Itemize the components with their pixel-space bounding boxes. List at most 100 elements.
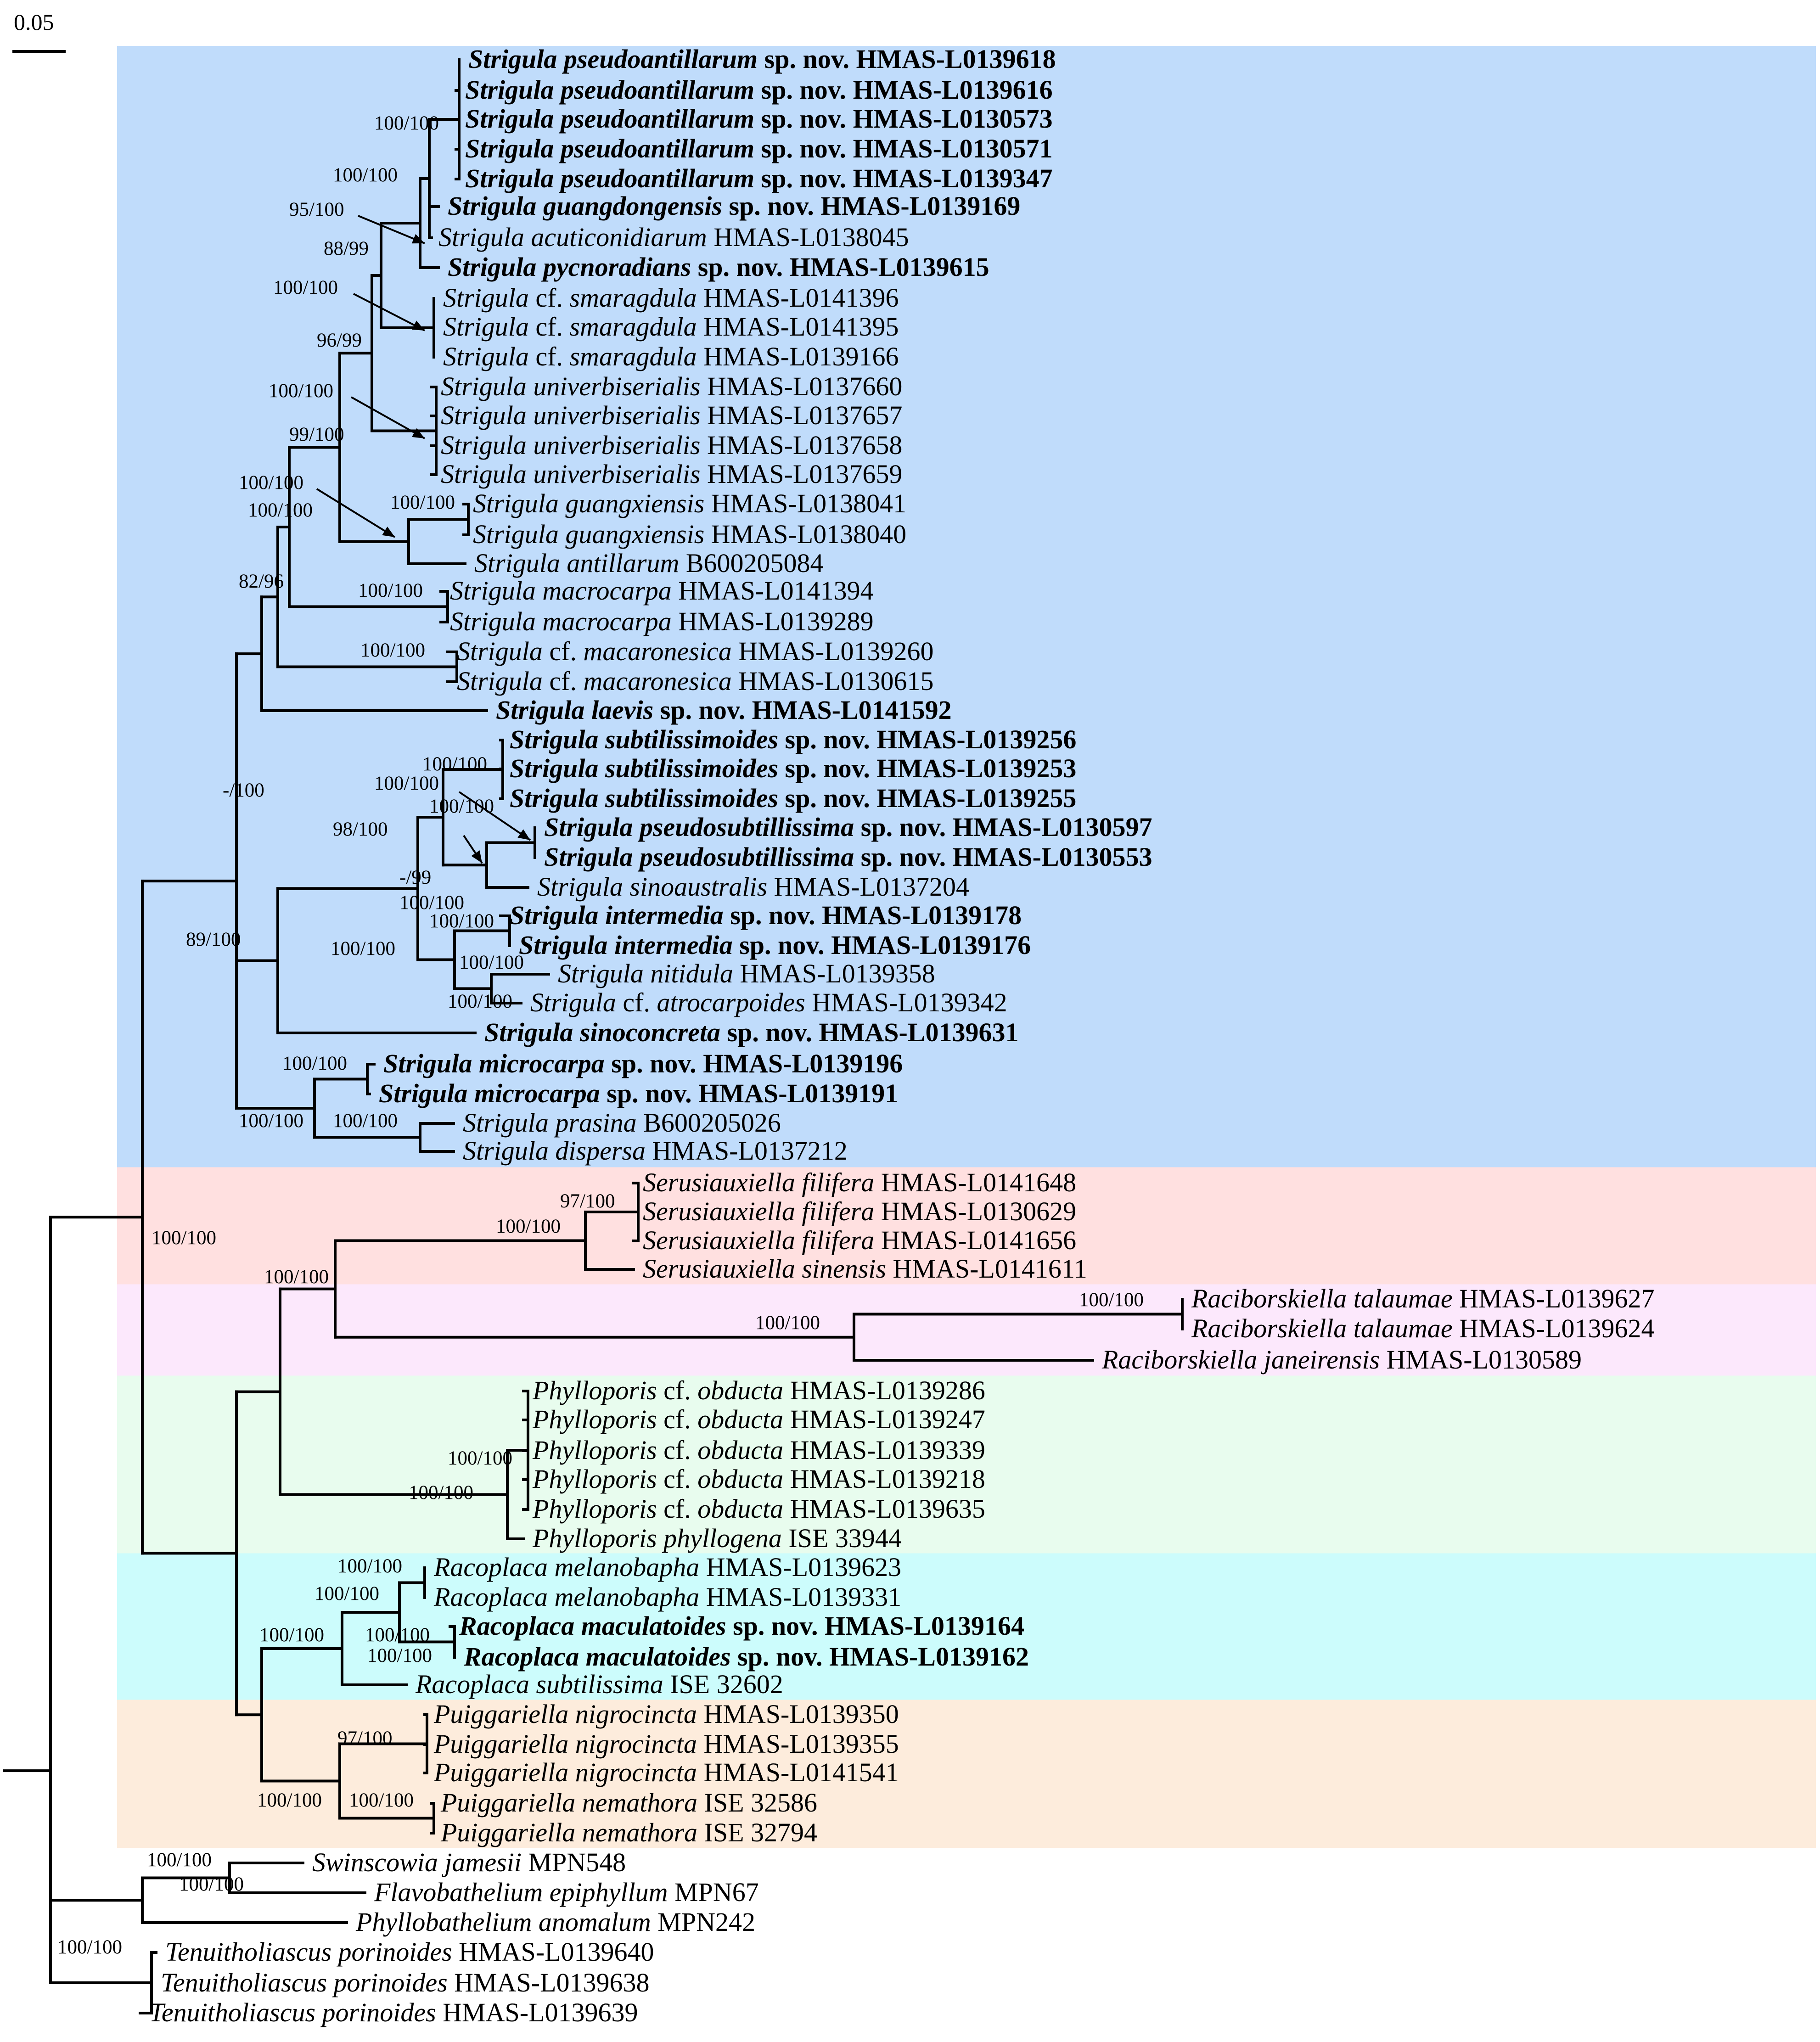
leaf-code: HMAS-L0141541 bbox=[697, 1757, 899, 1787]
leaf-code: HMAS-L0139256 bbox=[870, 724, 1077, 754]
leaf-label: Serusiauxiella filifera HMAS-L0141656 bbox=[643, 1225, 1076, 1255]
support-value: 100/100 bbox=[374, 773, 439, 794]
leaf-genus: Phylloporis bbox=[532, 1523, 657, 1553]
leaf-label: Strigula acuticonidiarum HMAS-L0138045 bbox=[438, 222, 909, 252]
leaf-label: Strigula cf. smaragdula HMAS-L0141396 bbox=[443, 283, 899, 313]
leaf-code: HMAS-L0141394 bbox=[672, 576, 874, 606]
leaf-label: Strigula univerbiserialis HMAS-L0137659 bbox=[441, 459, 902, 489]
leaf-code: HMAS-L0130573 bbox=[846, 104, 1053, 134]
leaf-code: HMAS-L0139342 bbox=[805, 987, 1007, 1017]
leaf-genus: Racoplaca bbox=[463, 1642, 579, 1672]
leaf-code: HMAS-L0139638 bbox=[448, 1968, 650, 1997]
leaf-label: Strigula intermedia sp. nov. HMAS-L01391… bbox=[510, 900, 1022, 930]
leaf-label: Racoplaca maculatoides sp. nov. HMAS-L01… bbox=[459, 1611, 1024, 1641]
leaf-mid: cf. bbox=[616, 987, 650, 1017]
leaf-label: Phylloporis phyllogena ISE 33944 bbox=[532, 1523, 902, 1553]
support-value: 88/99 bbox=[324, 238, 369, 259]
leaf-code: HMAS-L0141648 bbox=[874, 1167, 1076, 1197]
leaf-epithet: intermedia bbox=[598, 900, 723, 930]
leaf-epithet: dispersa bbox=[549, 1136, 646, 1166]
leaf-code: HMAS-L0139640 bbox=[452, 1937, 654, 1967]
clade-band-serusiauxiella bbox=[117, 1167, 1816, 1285]
leaf-genus: Strigula bbox=[558, 959, 644, 988]
leaf-code: ISE 32794 bbox=[697, 1818, 817, 1847]
leaf-epithet: melanobapha bbox=[548, 1582, 699, 1612]
leaf-label: Strigula microcarpa sp. nov. HMAS-L01391… bbox=[383, 1049, 903, 1078]
leaf-code: HMAS-L0139635 bbox=[783, 1494, 985, 1524]
support-value: 100/100 bbox=[374, 112, 439, 134]
arrow-head-icon bbox=[382, 526, 395, 537]
leaf-code: HMAS-L0141611 bbox=[886, 1254, 1087, 1284]
leaf-epithet: laevis bbox=[584, 695, 653, 725]
leaf-label: Strigula univerbiserialis HMAS-L0137658 bbox=[441, 430, 902, 460]
leaf-code: HMAS-L0139616 bbox=[846, 75, 1053, 105]
leaf-label: Strigula cf. atrocarpoides HMAS-L0139342 bbox=[530, 987, 1007, 1017]
leaf-code: ISE 32586 bbox=[697, 1788, 817, 1818]
leaf-epithet: maculatoides bbox=[574, 1611, 726, 1641]
scale-bar-label: 0.05 bbox=[14, 9, 54, 35]
leaf-epithet: macrocarpa bbox=[536, 576, 672, 606]
leaf-label: Strigula cf. smaragdula HMAS-L0141395 bbox=[443, 312, 899, 342]
leaf-genus: Phylloporis bbox=[532, 1375, 657, 1405]
leaf-epithet: obducta bbox=[691, 1464, 783, 1494]
leaf-genus: Strigula bbox=[465, 134, 554, 163]
leaf-genus: Strigula bbox=[443, 312, 529, 342]
leaf-label: Puiggariella nigrocincta HMAS-L0139350 bbox=[433, 1699, 899, 1729]
leaf-genus: Puiggariella bbox=[440, 1788, 575, 1818]
leaf-genus: Phylloporis bbox=[532, 1435, 657, 1465]
leaf-label: Strigula univerbiserialis HMAS-L0137660 bbox=[441, 371, 902, 401]
leaf-genus: Strigula bbox=[468, 44, 557, 74]
leaf-code: HMAS-L0139624 bbox=[1453, 1313, 1655, 1343]
support-value: 82/96 bbox=[239, 571, 284, 592]
leaf-label: Swinscowia jamesii MPN548 bbox=[312, 1847, 626, 1877]
leaf-genus: Racoplaca bbox=[433, 1552, 548, 1582]
leaf-genus: Tenuitholiascus bbox=[165, 1937, 331, 1967]
leaf-epithet: univerbiserialis bbox=[527, 430, 701, 460]
leaf-epithet: sinoaustralis bbox=[623, 872, 767, 902]
leaf-epithet: subtilissimoides bbox=[598, 783, 778, 813]
leaf-code: HMAS-L0139196 bbox=[697, 1049, 903, 1078]
leaf-suffix: sp. nov. bbox=[754, 75, 846, 105]
leaf-code: HMAS-L0139339 bbox=[783, 1435, 985, 1465]
leaf-code: HMAS-L0130629 bbox=[874, 1196, 1076, 1226]
leaf-epithet: obducta bbox=[691, 1494, 783, 1524]
leaf-label: Strigula sinoconcreta sp. nov. HMAS-L013… bbox=[484, 1017, 1018, 1047]
leaf-code: HMAS-L0141395 bbox=[697, 312, 899, 342]
leaf-genus: Strigula bbox=[510, 753, 598, 783]
leaf-labels: Strigula pseudoantillarum sp. nov. HMAS-… bbox=[149, 44, 1654, 2027]
leaf-mid: cf. bbox=[529, 312, 563, 342]
leaf-genus: Phylloporis bbox=[532, 1494, 657, 1524]
leaf-genus: Strigula bbox=[484, 1017, 573, 1047]
arrow-head-icon bbox=[517, 829, 530, 840]
leaf-label: Strigula subtilissimoides sp. nov. HMAS-… bbox=[510, 783, 1076, 813]
leaf-code: HMAS-L0137204 bbox=[767, 872, 969, 902]
leaf-genus: Strigula bbox=[465, 104, 554, 134]
leaf-epithet: pseudoantillarum bbox=[554, 104, 754, 134]
leaf-epithet: filifera bbox=[795, 1196, 874, 1226]
leaf-epithet: univerbiserialis bbox=[527, 400, 701, 430]
leaf-epithet: subtilissimoides bbox=[598, 753, 778, 783]
leaf-genus: Strigula bbox=[510, 900, 598, 930]
leaf-mid: cf. bbox=[657, 1375, 691, 1405]
leaf-label: Strigula pseudoantillarum sp. nov. HMAS-… bbox=[468, 44, 1056, 74]
leaf-mid: cf. bbox=[657, 1435, 691, 1465]
leaf-genus: Strigula bbox=[441, 459, 527, 489]
support-value: 100/100 bbox=[429, 796, 494, 817]
leaf-genus: Serusiauxiella bbox=[643, 1167, 795, 1197]
support-value: 99/100 bbox=[289, 424, 344, 445]
leaf-genus: Strigula bbox=[383, 1049, 472, 1078]
leaf-code: HMAS-L0130571 bbox=[846, 134, 1053, 163]
leaf-epithet: melanobapha bbox=[548, 1552, 699, 1582]
leaf-epithet: atrocarpoides bbox=[650, 987, 805, 1017]
leaf-suffix: sp. nov. bbox=[726, 1611, 818, 1641]
leaf-mid: cf. bbox=[543, 636, 577, 666]
leaf-genus: Raciborskiella bbox=[1101, 1345, 1257, 1374]
support-value: -/99 bbox=[399, 867, 431, 888]
leaf-code: HMAS-L0139164 bbox=[818, 1611, 1024, 1641]
leaf-label: Puiggariella nigrocincta HMAS-L0139355 bbox=[433, 1729, 899, 1759]
leaf-epithet: filifera bbox=[795, 1167, 874, 1197]
support-value: 100/100 bbox=[365, 1624, 430, 1646]
support-labels: 100/100100/10095/10088/99100/10096/99100… bbox=[57, 112, 1144, 1958]
leaf-code: HMAS-L0139176 bbox=[825, 930, 1031, 960]
leaf-epithet: antillarum bbox=[560, 548, 679, 578]
